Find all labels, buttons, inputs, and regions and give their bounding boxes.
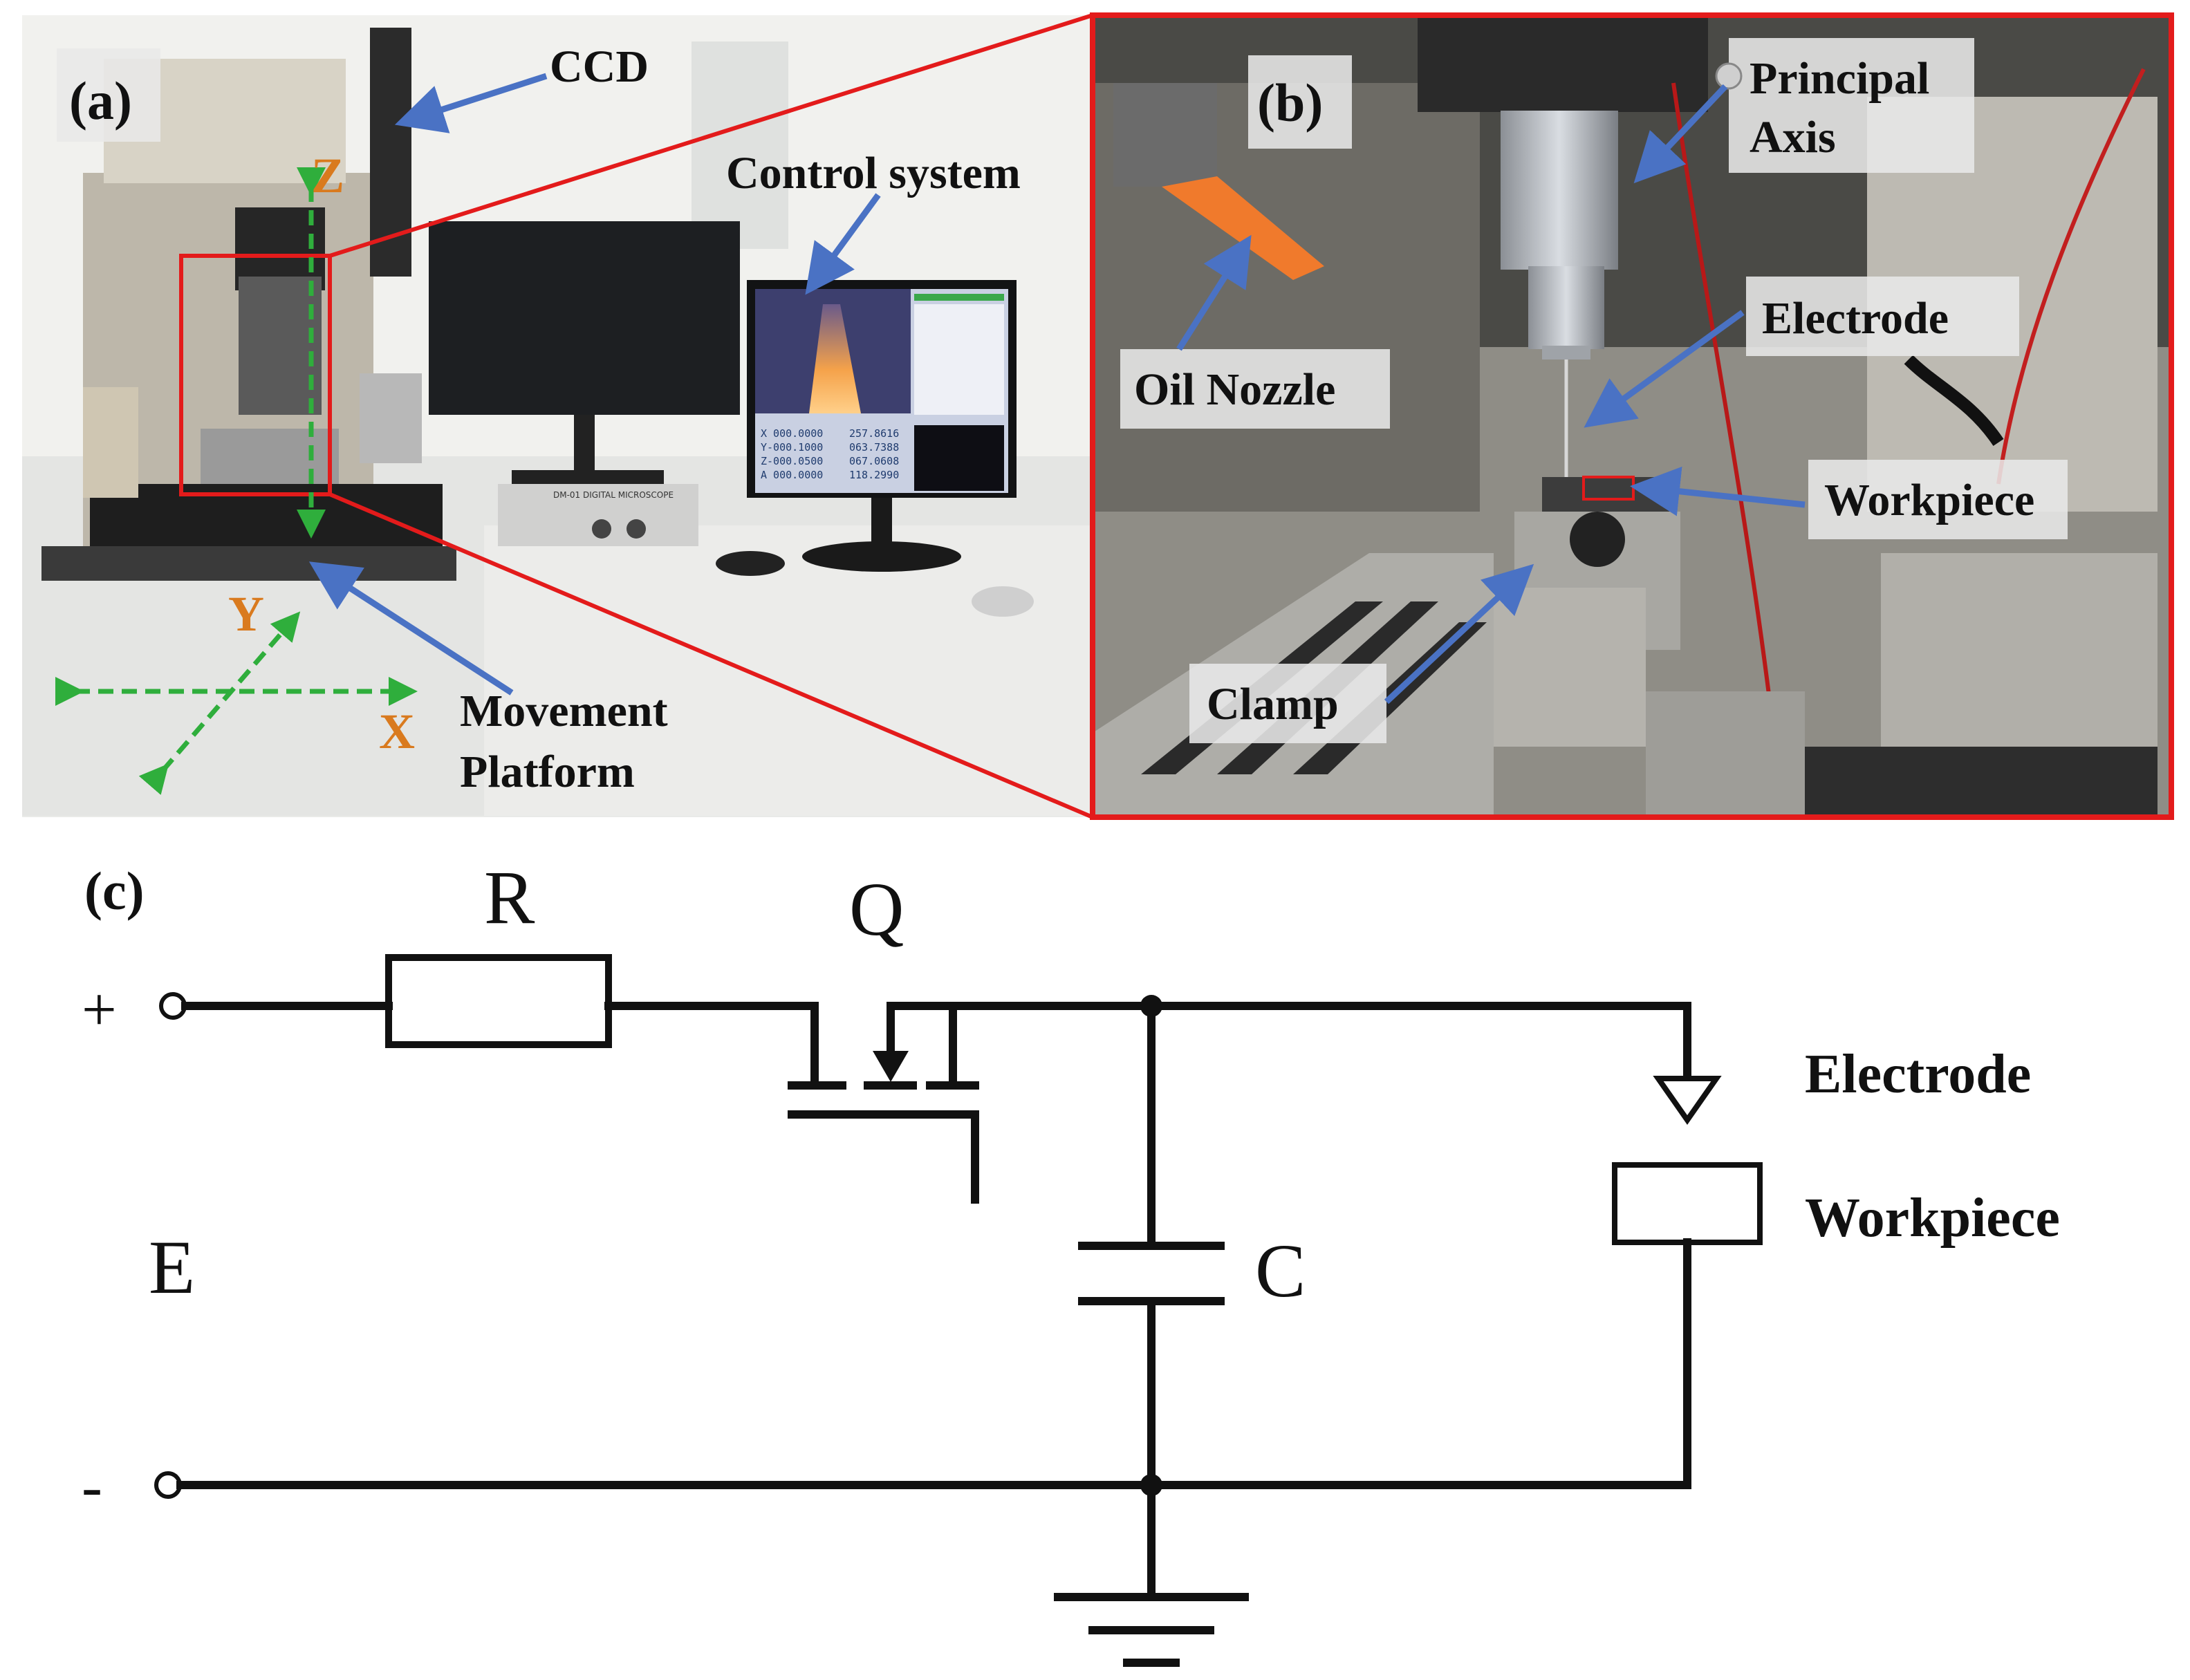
second-monitor (429, 221, 740, 415)
readout-left-2: Z-000.0500 (761, 455, 823, 467)
oil-nozzle-label: Oil Nozzle (1134, 364, 1335, 415)
panel-b-tag: (b) (1257, 73, 1323, 133)
control-system-label: Control system (726, 148, 1021, 198)
panel-a-photo: DM-01 DIGITAL MICROSCOPE X 000.0000 Y-00… (22, 15, 1091, 817)
movement-platform-label-line1: Movement (460, 686, 668, 736)
mouse-pad-device (716, 551, 785, 576)
wire-r-to-q (604, 1002, 819, 1090)
x-axis-label: X (379, 704, 415, 759)
workpiece-symbol (1612, 1162, 1763, 1245)
workpiece-callout-arrow (1630, 466, 1806, 516)
panel-b-frame (1090, 12, 2174, 820)
electrode-circuit-label: Electrode (1805, 1044, 2031, 1105)
resistor-label: R (484, 855, 535, 940)
panel-c-tag: (c) (84, 861, 145, 921)
principal-axis-spindle (1501, 111, 1618, 270)
electrode-label: Electrode (1762, 293, 1949, 344)
minus-terminal-label: - (82, 1453, 102, 1521)
readout-left-1: Y-000.1000 (761, 441, 823, 454)
movement-platform-callout-arrow (308, 561, 514, 696)
resistor-r (385, 954, 612, 1048)
plus-terminal-label: + (82, 976, 117, 1044)
principal-axis-label-line2: Axis (1750, 112, 1836, 162)
zoom-connector-bottom (328, 492, 1094, 819)
readout-right-0: 257.8616 (849, 427, 899, 440)
movement-platform-label-line2: Platform (460, 747, 635, 797)
oil-nozzle-callout-arrow (1176, 234, 1252, 351)
panel-a-tag: (a) (69, 71, 132, 131)
readout-left: X 000.0000 Y-000.1000 Z-000.0500 A 000.0… (761, 427, 823, 481)
readout-left-0: X 000.0000 (761, 427, 823, 440)
zoom-region-frame (179, 254, 332, 496)
workpiece-label: Workpiece (1824, 475, 2034, 525)
clamp-callout-arrow (1384, 563, 1534, 704)
readout-right: 257.8616 063.7388 067.0608 118.2990 (849, 427, 899, 481)
capacitor-label: C (1255, 1229, 1306, 1313)
panel-b-photo: (b) Principal Axis Electrode Oil Nozzle … (1090, 12, 2174, 820)
electrode-callout-arrow (1584, 310, 1745, 428)
readout-left-3: A 000.0000 (761, 469, 823, 481)
readout-right-1: 063.7388 (849, 441, 899, 454)
y-axis-label: Y (228, 586, 264, 642)
ccd-label: CCD (550, 41, 649, 92)
spark-image (809, 304, 861, 413)
panel-c-circuit: (c) + R Q C Electrode Workpi (82, 855, 2060, 1667)
microscope-label: DM-01 DIGITAL MICROSCOPE (553, 490, 674, 500)
switch-label: Q (849, 867, 904, 951)
ground-icon (1054, 1481, 1249, 1667)
mosfet-arrow (873, 1051, 909, 1082)
oil-nozzle (1162, 176, 1324, 280)
mouse (972, 586, 1034, 617)
zoom-connector-top (329, 13, 1093, 258)
electrode-symbol (1653, 1076, 1722, 1125)
workpiece-circuit-label: Workpiece (1805, 1188, 2060, 1249)
principal-axis-label-line1: Principal (1750, 53, 1929, 104)
wire-workpiece-return (1147, 1238, 1691, 1489)
ccd-callout-arrow (394, 73, 548, 133)
readout-right-3: 118.2990 (849, 469, 899, 481)
readout-right-2: 067.0608 (849, 455, 899, 467)
source-label: E (149, 1225, 195, 1309)
clamp-label: Clamp (1207, 679, 1339, 729)
z-axis-label: Z (311, 148, 344, 203)
minus-terminal (154, 1471, 182, 1499)
control-system-callout-arrow (805, 193, 881, 295)
principal-axis-callout-arrow (1633, 84, 1728, 184)
plus-terminal (159, 992, 187, 1020)
y-axis-arrow (138, 611, 301, 795)
